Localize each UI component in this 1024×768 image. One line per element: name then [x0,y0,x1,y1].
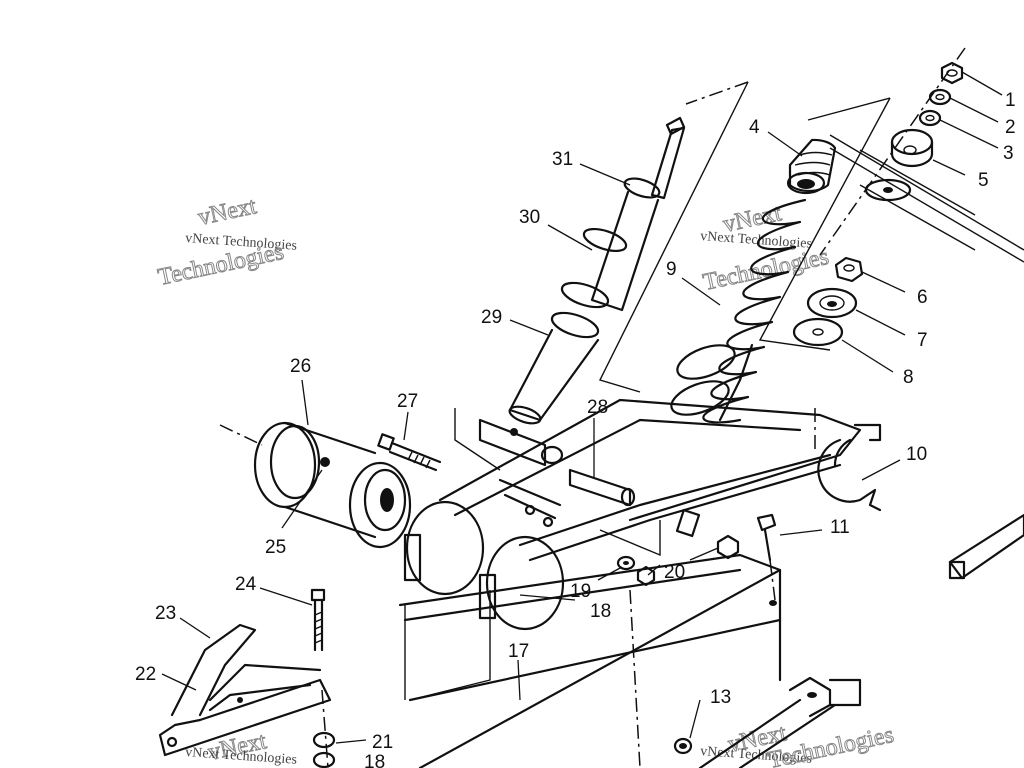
callout-3: 3 [1003,143,1014,164]
nut-21 [312,731,336,768]
bolt-27 [377,433,442,472]
bar-line-2 [829,147,1024,263]
watermark-line2: Technologies [701,244,831,296]
washer-mid [864,178,912,202]
callout-13: 13 [710,687,731,708]
cross-tube-28 [568,468,632,507]
callout-30: 30 [519,207,540,228]
plane-edge-left [599,81,749,393]
watermark-line1: vNext [196,193,259,231]
watermark-line2: Technologies [766,722,896,768]
centerline-top-right [819,47,966,256]
spring-9 [670,198,807,424]
callout-1: 1 [1005,90,1016,111]
callout-11: 11 [830,517,850,538]
callout-9: 9 [666,259,677,280]
watermark-bottom-right: vNext vNext Technologies Technologies [700,720,897,768]
callout-19: 19 [570,581,591,602]
watermark-small-text: vNext Technologies [700,229,813,252]
bolt-11 [756,513,777,562]
shock-absorber [478,116,686,467]
centerline-shock-top [685,81,749,105]
grease-fitting-25 [320,457,330,467]
callout-2: 2 [1005,117,1016,138]
shock-ring-31 [623,177,661,199]
callout-26: 26 [290,356,311,377]
callout-labels: 1 2 3 4 5 6 7 8 9 10 11 13 17 18 18 19 2… [135,90,1016,768]
nut-6 [834,256,864,283]
callout-8: 8 [903,367,914,388]
shock-lower-29 [508,328,600,422]
callout-18-center: 18 [590,601,611,622]
nut-20 [716,534,740,560]
callout-21: 21 [372,732,393,753]
callout-17: 17 [508,641,529,662]
shock-rod-31 [650,126,686,200]
callout-10: 10 [906,444,927,465]
bar-line-4 [859,184,976,251]
nut-1 [940,61,964,85]
lower-bracket [698,676,862,768]
square-tube-right [948,513,1024,580]
callout-23: 23 [155,603,176,624]
callout-24: 24 [235,574,257,595]
callout-7: 7 [917,330,928,351]
callout-20: 20 [664,562,685,583]
bolt-24 [310,588,326,652]
bushing-5 [890,128,934,168]
callout-31: 31 [552,149,573,170]
callout-28: 28 [587,397,608,418]
leader-lines [161,71,1003,744]
washer-19 [616,555,636,571]
callout-22: 22 [135,664,156,685]
bracket-22-23 [158,623,332,757]
centerline-lower [629,589,641,768]
nut-19b [636,565,656,587]
shock-mount-tube [478,418,547,467]
shock-rod-tip [665,116,686,136]
callout-25: 25 [265,537,286,558]
callout-4: 4 [749,117,760,138]
callout-5: 5 [978,170,989,191]
bushing-7 [806,287,858,319]
mounting-plane-lines [599,81,1024,393]
plane-top [807,97,891,121]
callout-27: 27 [397,391,418,412]
bracket-10 [817,423,882,512]
washer-8 [792,317,844,347]
callout-29: 29 [481,307,502,328]
washer-3 [918,109,942,127]
bar-line-3 [859,149,976,216]
plane-edge-right [758,97,891,351]
callout-6: 6 [917,287,928,308]
swingarm-frame-28 [438,398,862,562]
watermark-upper-left: vNext vNext Technologies Technologies [155,193,297,292]
watermark-small-text: vNext Technologies [185,745,298,768]
watermark-bottom-left: vNext vNext Technologies [185,728,298,768]
rail-17 [398,553,782,768]
bar-line-1 [829,134,1024,251]
axle-tube-26 [253,421,412,549]
centerline-axle-left [219,424,263,446]
nut-13 [673,737,693,755]
callout-18-bottom: 18 [364,752,385,768]
clamp-tubes-18 [403,500,565,631]
shock-eye-4 [786,138,837,195]
washer-2 [928,88,952,106]
